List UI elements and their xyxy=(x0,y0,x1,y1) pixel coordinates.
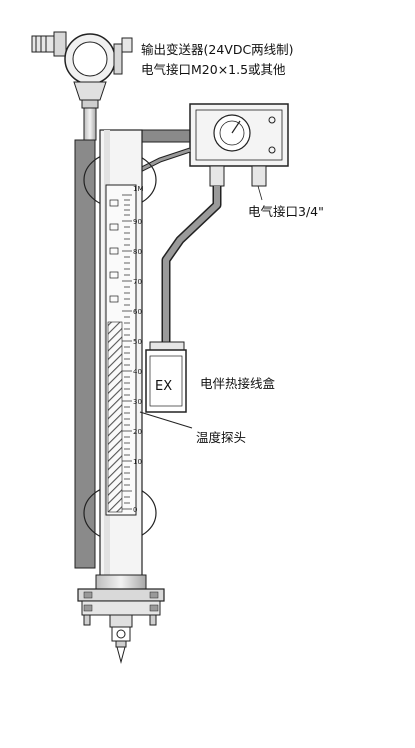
liquid-column xyxy=(107,321,123,513)
electrical-interface-label: 电气接口3/4" xyxy=(248,204,324,219)
scale-top-label: 1M xyxy=(133,185,144,193)
drain-valve-icon xyxy=(109,614,133,664)
scale-tick-label: 50 xyxy=(133,338,142,346)
scale-tick-label: 70 xyxy=(133,278,142,286)
junction-box-mark: EX xyxy=(155,379,172,394)
scale-ticks xyxy=(122,194,132,510)
support-bar xyxy=(74,139,96,569)
flange-icon xyxy=(77,574,165,626)
scale-tick-label: 40 xyxy=(133,368,142,376)
scale-tick-label: 90 xyxy=(133,218,142,226)
transmitter-head-icon xyxy=(31,31,133,141)
transmitter-label-line1: 输出变送器(24VDC两线制) xyxy=(141,42,294,57)
scale-tick-label: 20 xyxy=(133,428,142,436)
scale-tick-label: 80 xyxy=(133,248,142,256)
scale-tick-label: 60 xyxy=(133,308,142,316)
junction-box-label: 电伴热接线盒 xyxy=(200,376,276,391)
junction-box: EX xyxy=(145,341,187,413)
interface-leader xyxy=(257,185,263,201)
indicator-dial-icon xyxy=(189,103,289,187)
scale-tick-label: 30 xyxy=(133,398,142,406)
temperature-probe-label: 温度探头 xyxy=(196,430,246,445)
transmitter-label-line2: 电气接口M20×1.5或其他 xyxy=(141,62,286,77)
float-marks xyxy=(109,199,119,303)
scale-tick-label: 10 xyxy=(133,458,142,466)
scale-tick-label: 0 xyxy=(133,506,137,514)
probe-leader xyxy=(139,411,193,429)
